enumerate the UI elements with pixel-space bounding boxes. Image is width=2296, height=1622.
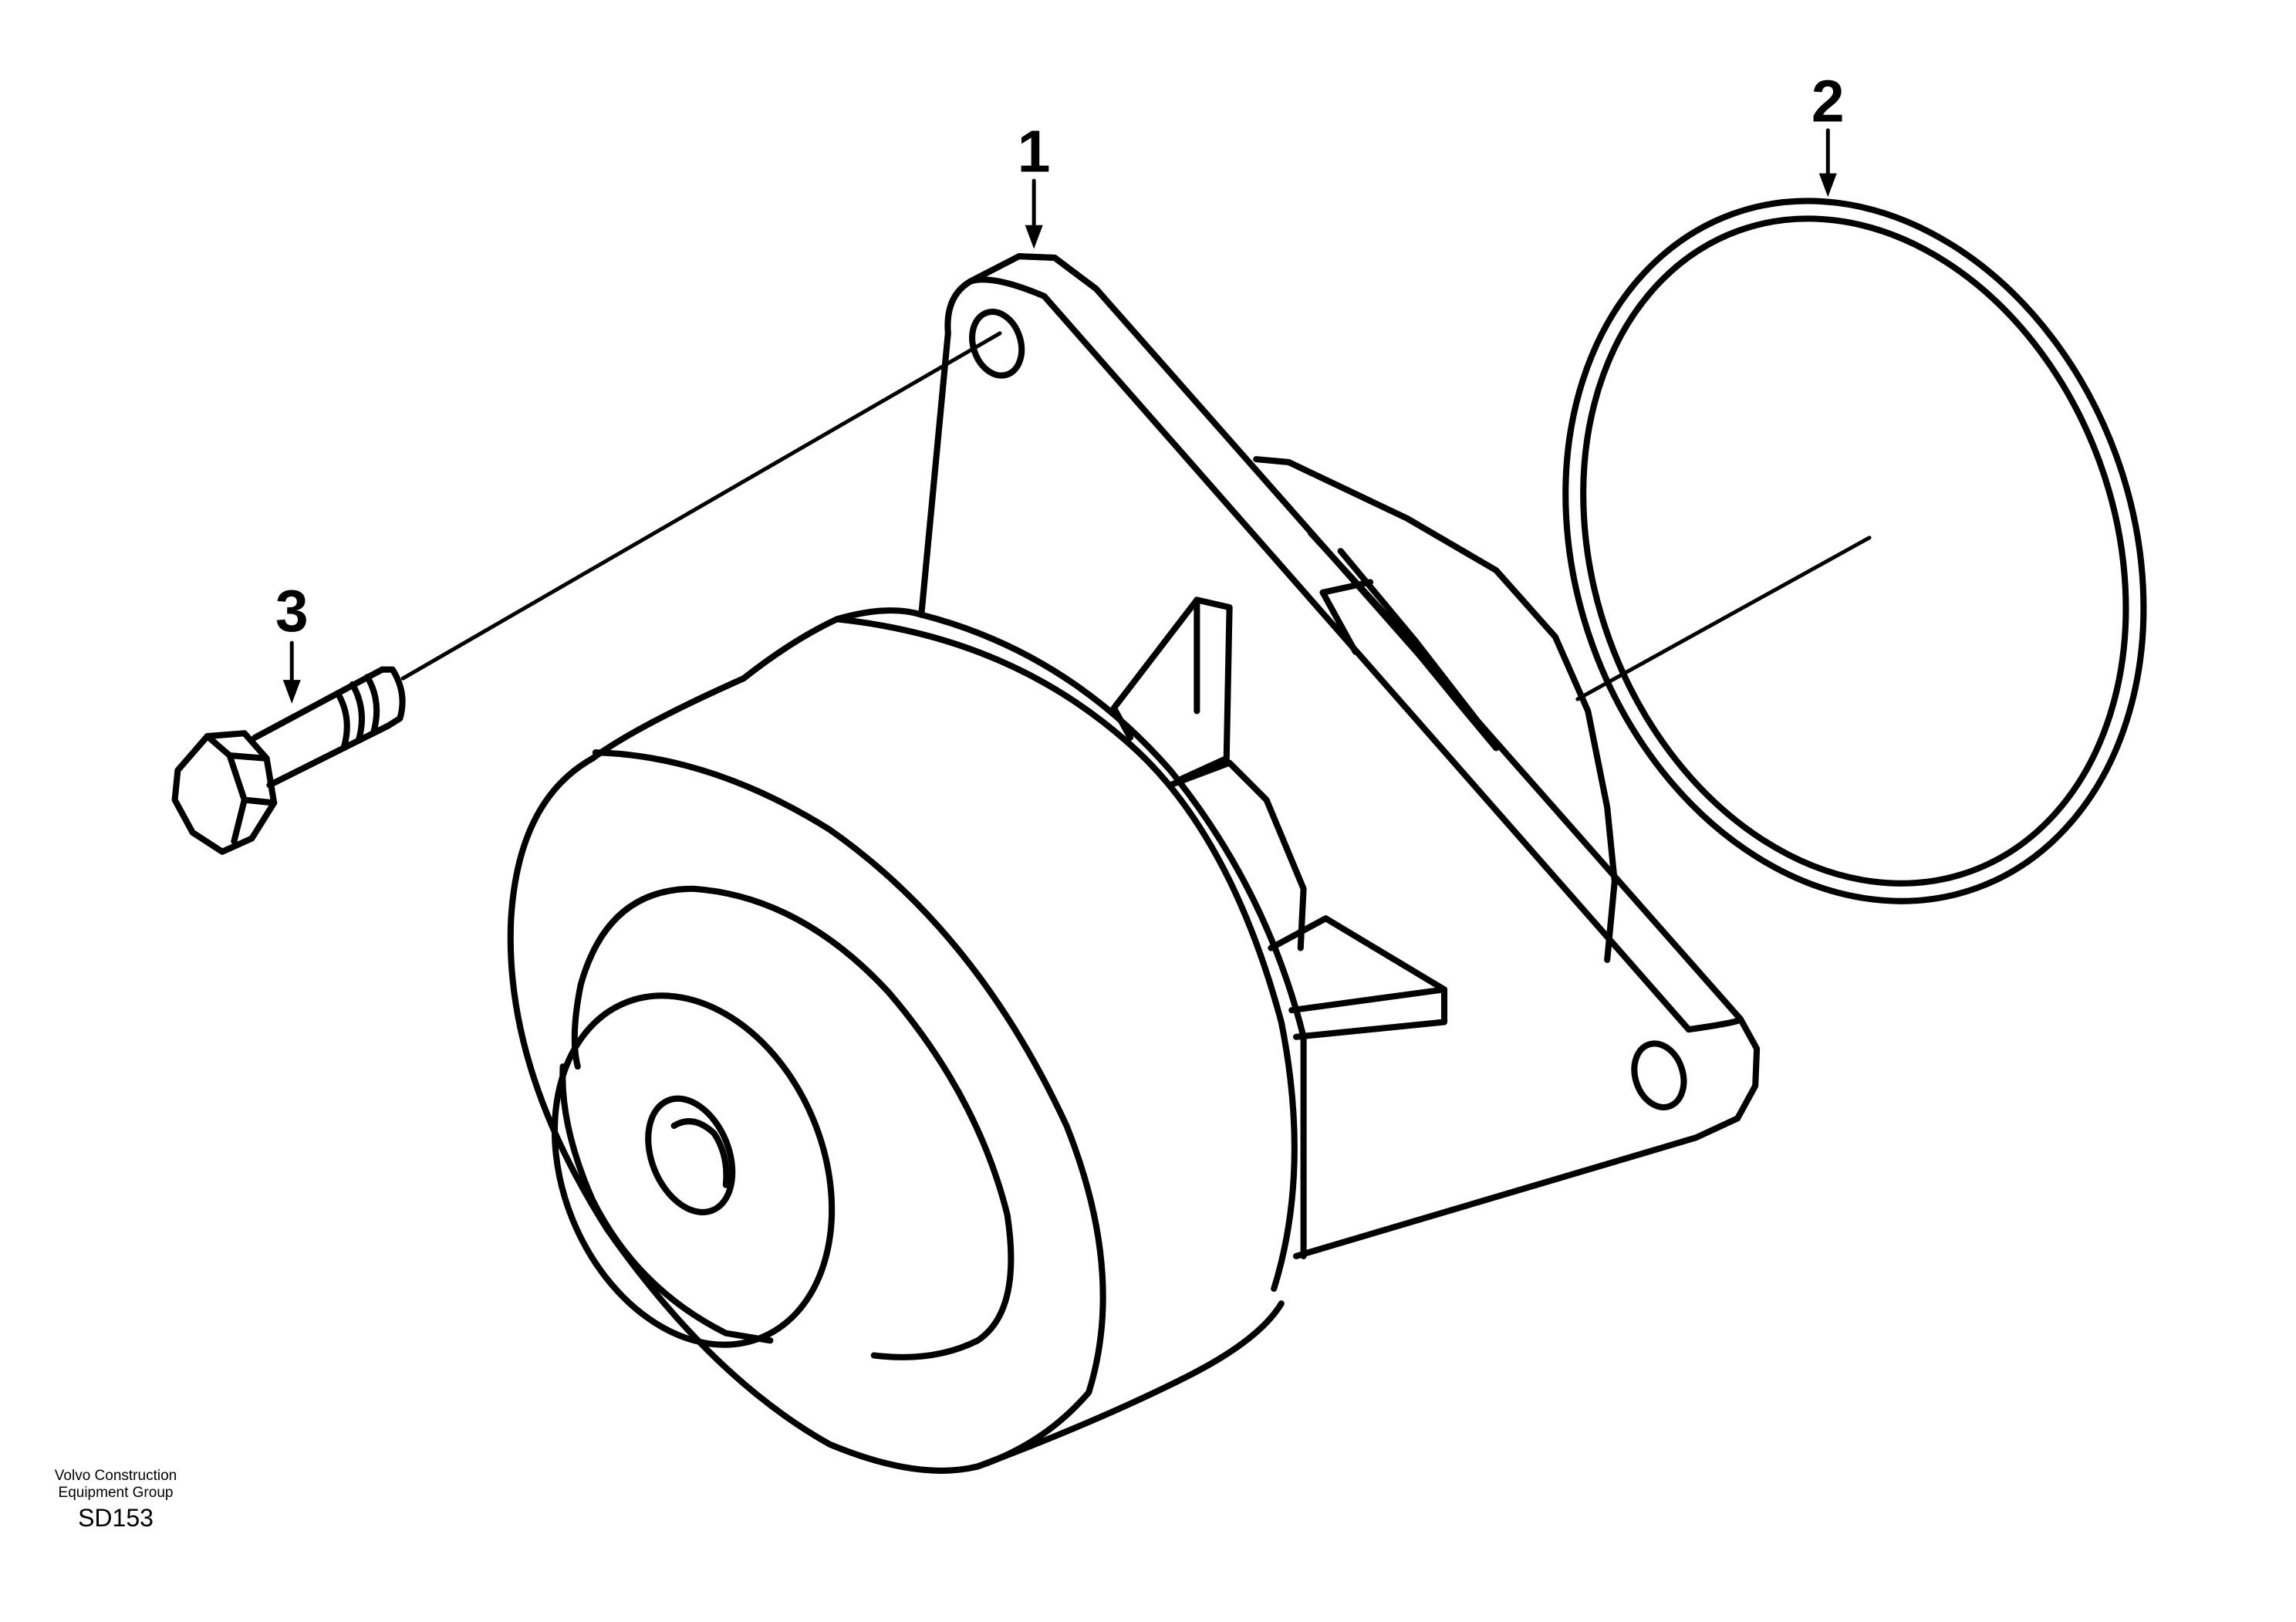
hex-bolt (171, 666, 406, 855)
company-name-line1: Volvo Construction (54, 1468, 177, 1484)
drawing-code: SD153 (78, 1504, 154, 1532)
callout-label-1: 1 (1018, 119, 1051, 185)
callout-label-2: 2 (1811, 68, 1845, 134)
o-ring-seal (1562, 198, 2147, 904)
callout-arrow-3 (282, 640, 301, 704)
callout-arrow-2 (1818, 128, 1837, 198)
assembly-lines (400, 331, 1872, 701)
publisher-footer: Volvo Construction Equipment Group SD153 (31, 1468, 201, 1532)
callout-label-3: 3 (275, 578, 309, 644)
company-name-line2: Equipment Group (58, 1485, 174, 1501)
water-pump-housing (507, 253, 1761, 1474)
callout-arrow-1 (1025, 178, 1043, 249)
